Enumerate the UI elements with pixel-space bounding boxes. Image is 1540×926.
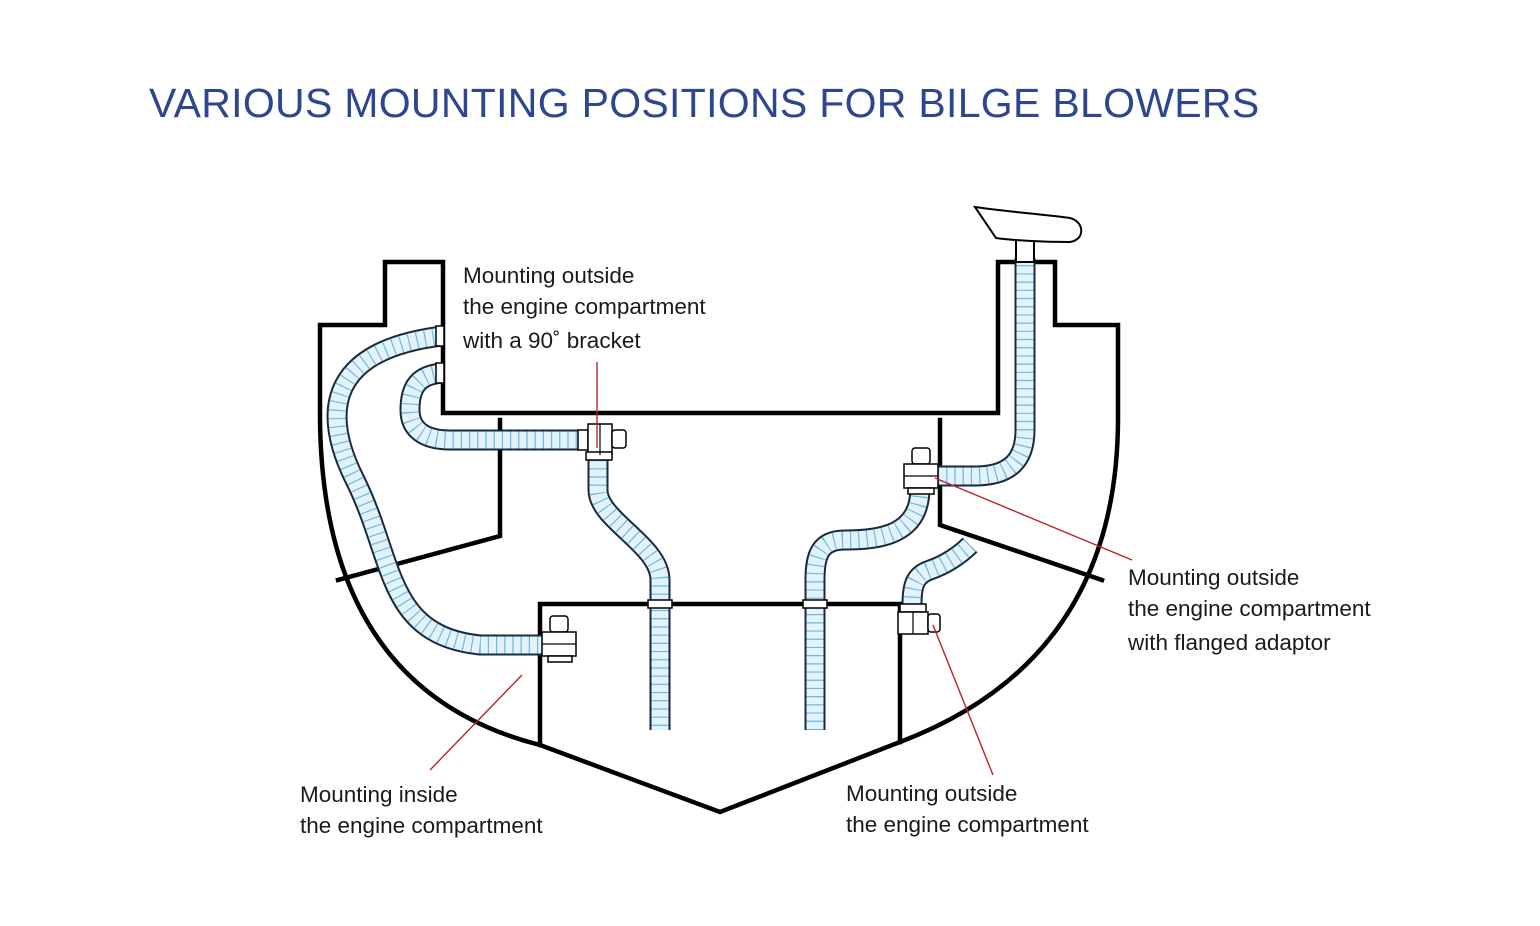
ventilation-hoses (326, 258, 1036, 730)
label-line: the engine compartment (846, 812, 1089, 837)
label-line: Mounting outside (463, 263, 635, 288)
bilge-blower-icon (897, 603, 941, 635)
vent-cowl-icon (972, 205, 1083, 263)
bilge-blower-icon (541, 615, 577, 663)
label-line: the engine compartment (463, 294, 706, 319)
label-outside-compartment: Mounting outside the engine compartment (846, 778, 1089, 840)
bilge-blower-icon (577, 423, 627, 461)
hose-clamp (647, 599, 673, 609)
label-inside-compartment: Mounting inside the engine compartment (300, 779, 543, 841)
hose-flanged-outlet (938, 258, 1036, 487)
boat-hull (317, 259, 1121, 815)
hose-bracket-outlet (587, 460, 671, 730)
label-line: Mounting outside (846, 781, 1018, 806)
label-line: with flanged adaptor (1128, 630, 1331, 655)
label-line: Mounting inside (300, 782, 458, 807)
right-tank-wall (937, 417, 1105, 583)
hose-inside (326, 325, 542, 656)
hull-outline (317, 259, 1121, 815)
hull-port (435, 362, 445, 384)
leader-lines (429, 362, 1133, 776)
label-line: Mounting outside (1128, 565, 1300, 590)
label-line: the engine compartment (300, 813, 543, 838)
engine-compartment (537, 601, 903, 748)
label-90-bracket: Mounting outside the engine compartment … (463, 260, 706, 356)
leader-flanged (934, 477, 1133, 561)
page-title: VARIOUS MOUNTING POSITIONS FOR BILGE BLO… (149, 80, 1260, 126)
leader-inside (429, 674, 523, 771)
hose-flanged-inlet (804, 487, 931, 730)
bilge-blower-icon (903, 447, 939, 495)
hose-outside (901, 537, 978, 606)
hull-port (435, 325, 445, 347)
leader-outside (932, 624, 994, 776)
label-flanged-adaptor: Mounting outside the engine compartment … (1128, 562, 1371, 658)
label-line: the engine compartment (1128, 596, 1371, 621)
hose-bracket-inlet (399, 362, 586, 451)
hose-clamp (802, 599, 828, 609)
label-line: with a 90˚ bracket (463, 328, 641, 353)
